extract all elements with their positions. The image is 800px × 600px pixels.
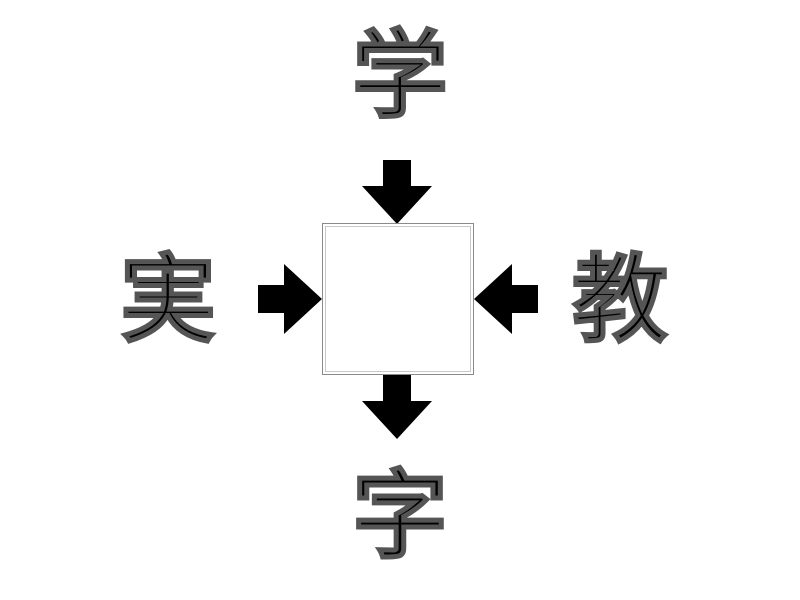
answer-box[interactable] [322,223,474,375]
kanji-bottom: 字 [351,459,449,573]
kanji-top: 学 [351,19,449,133]
arrow-down-icon [362,160,432,224]
kanji-right: 教 [571,243,669,357]
kanji-left: 実 [119,243,217,357]
arrow-right-icon [258,264,322,334]
arrow-left-icon [474,264,538,334]
arrow-down-icon [362,375,432,439]
